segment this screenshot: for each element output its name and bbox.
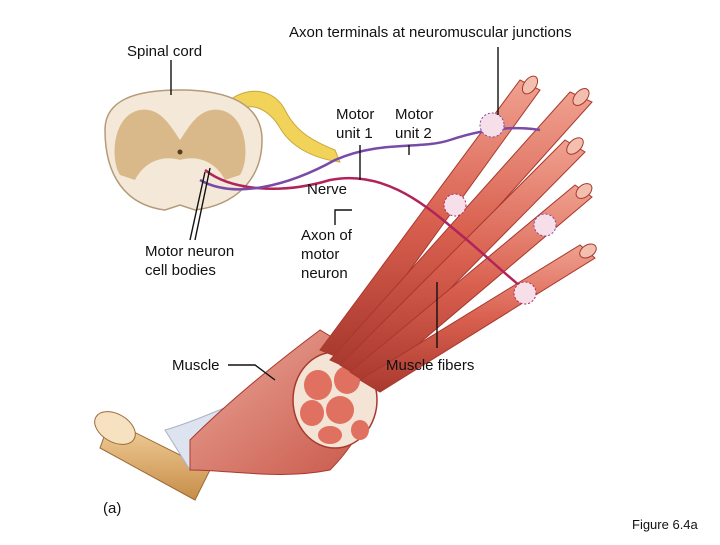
muscle-fibers <box>319 75 597 393</box>
bone <box>94 411 211 501</box>
nerve-label: Nerve <box>307 181 348 198</box>
axon-of-motor-neuron-label: Axon of motor neuron <box>301 226 352 283</box>
motor-unit-1-label: Motor unit 1 <box>336 105 374 143</box>
motor-neuron-cell-bodies-line-1: Motor neuron <box>145 243 235 260</box>
axon-terminals <box>443 112 557 305</box>
axon-terminals-label: Axon terminals at neuromuscular junction… <box>289 24 572 41</box>
motor-neuron-cell-bodies-label: Motor neuron cell bodies <box>145 242 234 280</box>
nerve-bundle <box>229 90 341 163</box>
spinal-cord-label: Spinal cord <box>127 43 203 60</box>
spinal-cord <box>104 89 263 211</box>
axon-of-motor-neuron-line-3: neuron <box>301 265 348 282</box>
motor-unit-1-line-2: unit 1 <box>336 125 373 142</box>
axon-of-motor-neuron-line-1: Axon of <box>301 227 352 244</box>
panel-label: (a) <box>103 500 122 517</box>
motor-unit-2-line-1: Motor <box>395 106 434 123</box>
muscle-label: Muscle <box>172 357 220 374</box>
motor-neuron-cell-bodies-line-2: cell bodies <box>145 262 216 279</box>
motor-unit-2-line-2: unit 2 <box>395 125 432 142</box>
figure-caption: Figure 6.4a <box>632 517 698 532</box>
muscle-fibers-label: Muscle fibers <box>386 357 475 374</box>
motor-unit-1-line-1: Motor <box>336 106 375 123</box>
axon-of-motor-neuron-line-2: motor <box>301 246 340 263</box>
leader-lines <box>170 47 499 381</box>
motor-unit-2-label: Motor unit 2 <box>395 105 433 143</box>
